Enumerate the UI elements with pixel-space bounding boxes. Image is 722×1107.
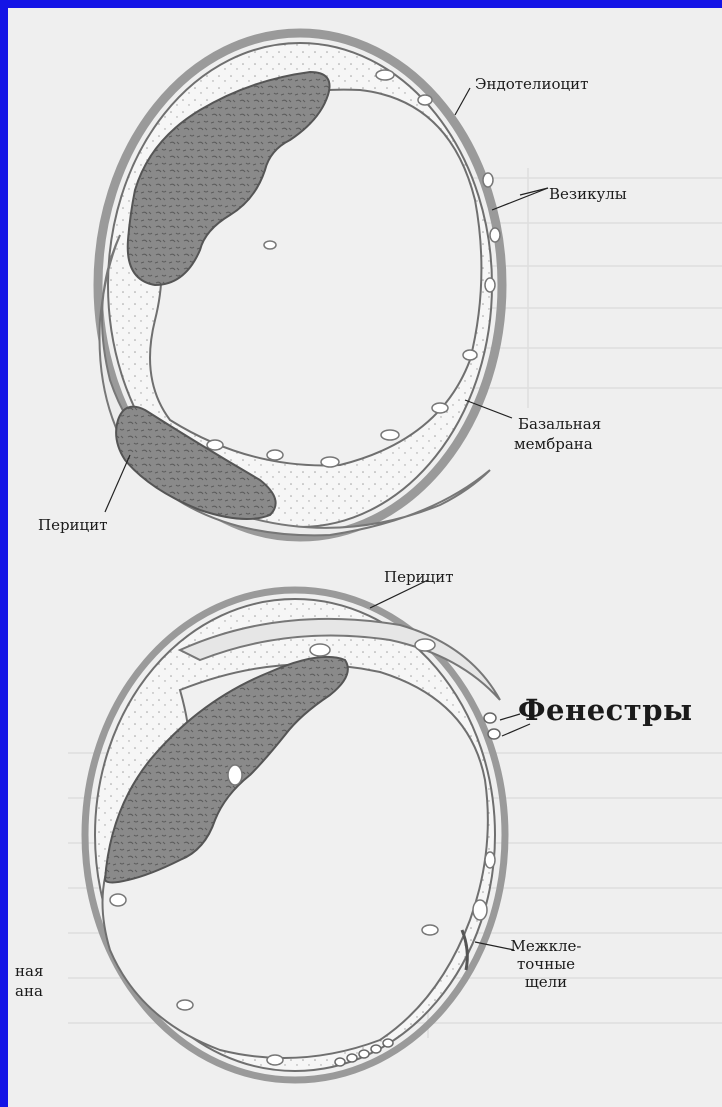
figure-frame: Эндотелиоцит Везикулы Базальная мембрана… — [8, 8, 722, 1107]
label-fenestrae: Фенестры — [518, 694, 693, 726]
label-basal-membrane-line1: Базальная — [518, 416, 601, 433]
capillary-diagram — [8, 8, 722, 1107]
label-basal-membrane-line2: мембрана — [514, 436, 593, 453]
label-vesicles: Везикулы — [549, 186, 627, 203]
label-intercellular-line1: Межкле- — [506, 938, 586, 955]
label-cutoff-line2: ана — [15, 983, 43, 1000]
label-intercellular-line3: щели — [506, 974, 586, 991]
label-cutoff-line1: ная — [15, 963, 43, 980]
fenestrated-capillary — [85, 590, 505, 1080]
label-pericyte-top: Перицит — [38, 517, 108, 534]
label-intercellular-line2: точные — [506, 956, 586, 973]
label-pericyte-bottom: Перицит — [384, 569, 454, 586]
label-endotheliocyte: Эндотелиоцит — [475, 76, 588, 93]
continuous-capillary — [98, 33, 502, 537]
